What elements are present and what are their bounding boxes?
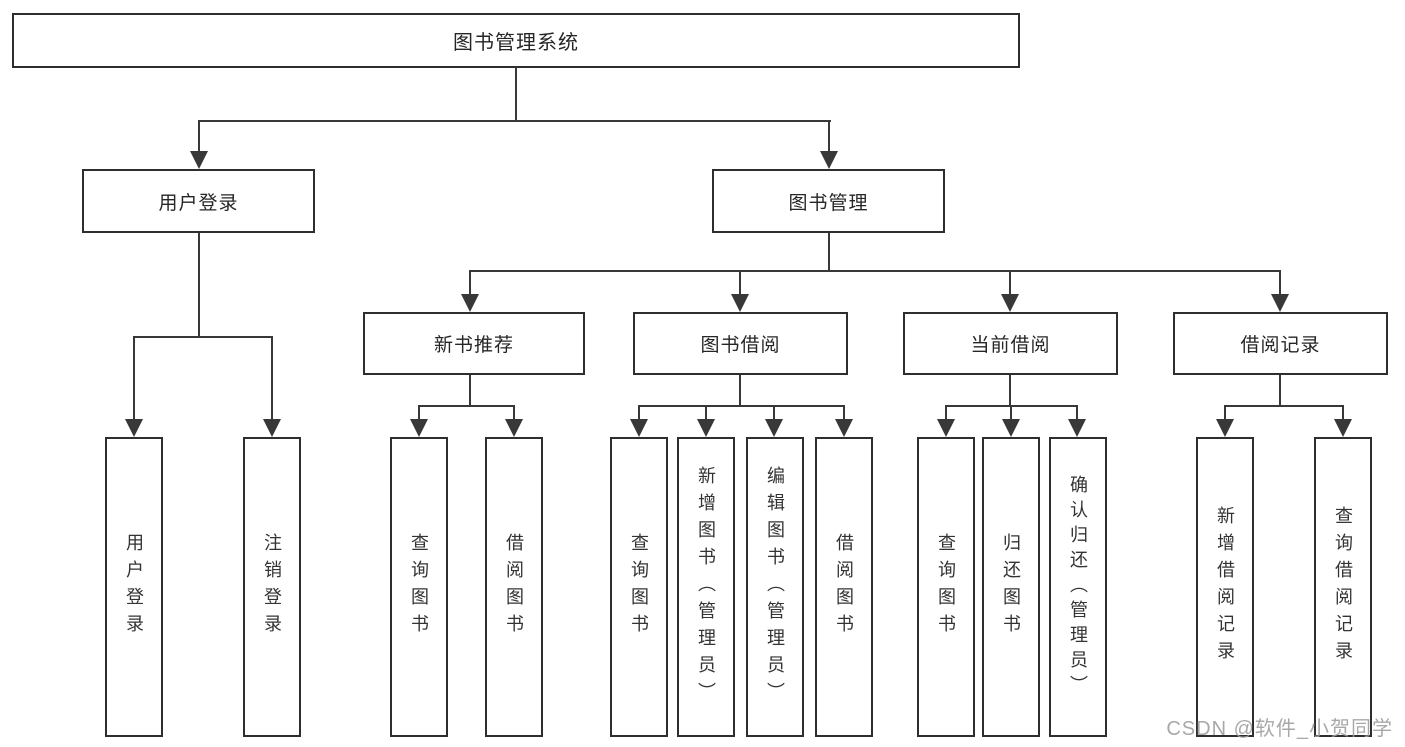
- connector-line: [418, 405, 420, 421]
- arrow-down-icon: [630, 419, 648, 437]
- arrow-down-icon: [505, 419, 523, 437]
- node-label: 图书借阅: [700, 335, 781, 356]
- connector-line: [1342, 405, 1344, 421]
- connector-line: [705, 405, 707, 421]
- leaf-query-books-borrow: 查询图书: [610, 437, 668, 737]
- connector-line: [418, 405, 515, 407]
- connector-line: [638, 405, 845, 407]
- connector-line: [469, 270, 471, 296]
- leaf-label: 编辑图书（管理员）: [765, 465, 785, 709]
- node-new-book-recommend: 新书推荐: [363, 312, 585, 375]
- arrow-down-icon: [1334, 419, 1352, 437]
- connector-line: [1009, 375, 1011, 407]
- node-label: 借阅记录: [1240, 335, 1321, 356]
- leaf-return-books: 归还图书: [982, 437, 1040, 737]
- leaf-label: 归还图书: [1001, 533, 1021, 641]
- node-label: 用户登录: [158, 192, 239, 214]
- leaf-query-books-recommend: 查询图书: [390, 437, 448, 737]
- arrow-down-icon: [263, 419, 281, 437]
- leaf-logout: 注销登录: [243, 437, 301, 737]
- leaf-label: 新增图书（管理员）: [696, 465, 716, 709]
- connector-line: [739, 375, 741, 407]
- arrow-down-icon: [125, 419, 143, 437]
- leaf-borrow-books-recommend: 借阅图书: [485, 437, 543, 737]
- leaf-label: 查询图书: [936, 533, 956, 641]
- node-label: 新书推荐: [433, 335, 514, 356]
- leaf-query-borrow-record: 查询借阅记录: [1314, 437, 1372, 737]
- arrow-down-icon: [835, 419, 853, 437]
- arrow-down-icon: [1002, 419, 1020, 437]
- leaf-label: 借阅图书: [834, 533, 854, 641]
- arrow-down-icon: [937, 419, 955, 437]
- arrow-down-icon: [190, 151, 208, 169]
- connector-line: [515, 67, 517, 121]
- leaf-label: 查询图书: [409, 533, 429, 641]
- connector-line: [828, 120, 830, 153]
- connector-line: [1279, 375, 1281, 407]
- connector-line: [1224, 405, 1344, 407]
- leaf-user-login: 用户登录: [105, 437, 163, 737]
- connector-line: [843, 405, 845, 421]
- connector-line: [133, 336, 135, 421]
- leaf-label: 查询图书: [629, 533, 649, 641]
- connector-line: [198, 233, 200, 337]
- leaf-query-books-current: 查询图书: [917, 437, 975, 737]
- csdn-watermark: CSDN @软件_小贺同学: [1166, 718, 1393, 740]
- node-book-borrow: 图书借阅: [633, 312, 848, 375]
- node-book-management: 图书管理: [712, 169, 945, 233]
- connector-line: [199, 120, 831, 122]
- connector-line: [513, 405, 515, 421]
- node-root-library-system: 图书管理系统: [12, 13, 1020, 68]
- leaf-label: 用户登录: [124, 533, 144, 641]
- leaf-label: 查询借阅记录: [1333, 506, 1353, 668]
- arrow-down-icon: [461, 294, 479, 312]
- arrow-down-icon: [1271, 294, 1289, 312]
- leaf-add-borrow-record: 新增借阅记录: [1196, 437, 1254, 737]
- connector-line: [773, 405, 775, 421]
- leaf-confirm-return-admin: 确认归还（管理员）: [1049, 437, 1107, 737]
- arrow-down-icon: [1001, 294, 1019, 312]
- leaf-label: 注销登录: [262, 533, 282, 641]
- connector-line: [469, 270, 1281, 272]
- leaf-borrow-books: 借阅图书: [815, 437, 873, 737]
- arrow-down-icon: [1068, 419, 1086, 437]
- connector-line: [1224, 405, 1226, 421]
- node-label: 图书管理系统: [453, 32, 579, 54]
- leaf-label: 确认归还（管理员）: [1068, 474, 1088, 700]
- arrow-down-icon: [731, 294, 749, 312]
- leaf-edit-books-admin: 编辑图书（管理员）: [746, 437, 804, 737]
- leaf-add-books-admin: 新增图书（管理员）: [677, 437, 735, 737]
- node-borrow-records: 借阅记录: [1173, 312, 1388, 375]
- arrow-down-icon: [410, 419, 428, 437]
- connector-line: [469, 375, 471, 407]
- arrow-down-icon: [820, 151, 838, 169]
- connector-line: [828, 233, 830, 272]
- connector-line: [1009, 270, 1011, 296]
- connector-line: [1010, 405, 1012, 421]
- arrow-down-icon: [765, 419, 783, 437]
- node-user-login: 用户登录: [82, 169, 315, 233]
- connector-line: [945, 405, 947, 421]
- node-label: 图书管理: [788, 192, 869, 214]
- connector-line: [1279, 270, 1281, 296]
- connector-line: [1076, 405, 1078, 421]
- leaf-label: 借阅图书: [504, 533, 524, 641]
- arrow-down-icon: [697, 419, 715, 437]
- arrow-down-icon: [1216, 419, 1234, 437]
- connector-line: [739, 270, 741, 296]
- leaf-label: 新增借阅记录: [1215, 506, 1235, 668]
- connector-line: [133, 336, 273, 338]
- connector-line: [638, 405, 640, 421]
- connector-line: [198, 120, 200, 153]
- node-label: 当前借阅: [970, 335, 1051, 356]
- node-current-borrow: 当前借阅: [903, 312, 1118, 375]
- connector-line: [271, 336, 273, 421]
